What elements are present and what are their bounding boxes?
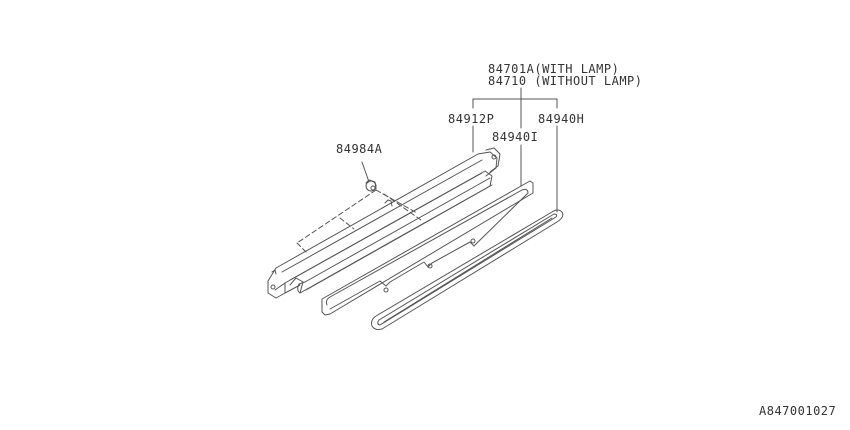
label-84984A: 84984A xyxy=(336,142,383,156)
label-assembly-without-lamp: 84710 (WITHOUT LAMP) xyxy=(488,74,643,88)
gasket-84940I xyxy=(321,180,534,316)
figure-id: A847001027 xyxy=(759,404,837,418)
clip-nut-84984A xyxy=(365,179,377,192)
label-84912P: 84912P xyxy=(448,112,495,126)
gasket-84940H xyxy=(371,209,564,331)
label-84940I: 84940I xyxy=(492,130,539,144)
leader-lines xyxy=(361,87,558,213)
label-84940H: 84940H xyxy=(538,112,585,126)
lamp-housing-84912P xyxy=(267,147,501,299)
label-assembly-with-lamp: 84701A(WITH LAMP) xyxy=(488,62,620,76)
mounting-projection-lines xyxy=(296,189,422,253)
